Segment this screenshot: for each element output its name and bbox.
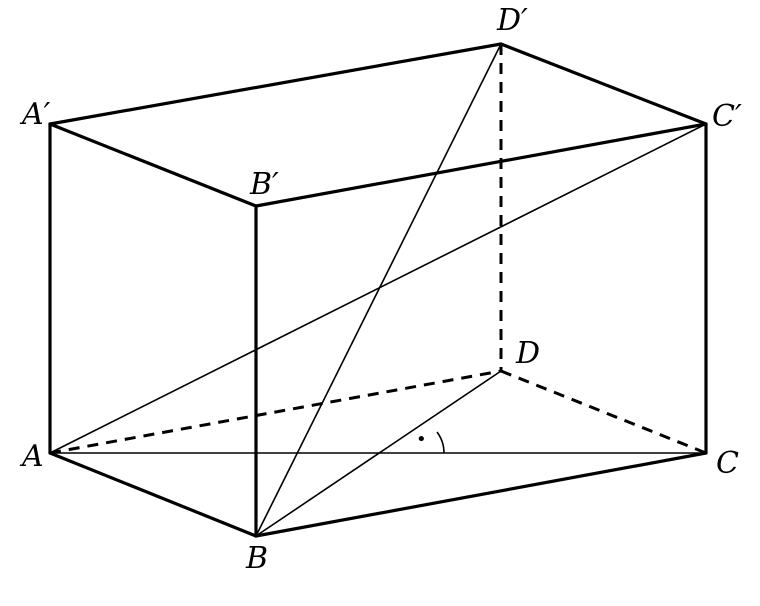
edge-AD [49,369,502,455]
edge-AB [48,451,258,538]
label-C: C [716,446,739,481]
label-B1: B′ [249,167,279,202]
angle-arc [436,431,445,454]
edge-BC [254,451,708,538]
segment-BD [255,370,502,537]
edge-D1C1 [499,42,708,126]
label-D: D [515,336,540,371]
edge-A1D1 [48,42,503,126]
label-D1: D′ [496,3,528,38]
label-B: B [245,541,268,576]
segment-BD1 [255,43,502,537]
label-A: A [19,439,44,474]
edge-A1B1 [48,122,258,208]
edge-B1C1 [254,122,708,208]
label-C1: C′ [712,99,742,134]
edge-DC [500,369,707,455]
right-angle-dot: • [416,429,427,450]
segment-AC1 [49,123,707,454]
label-A1: A′ [19,97,51,132]
